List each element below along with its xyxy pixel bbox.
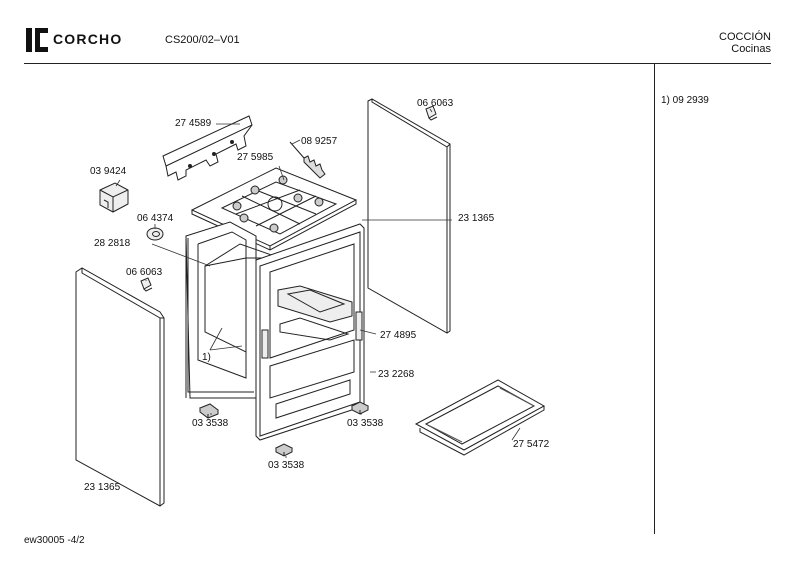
part-label: 28 2818 xyxy=(94,238,131,249)
model-number: CS200/02–V01 xyxy=(165,34,240,46)
part-label: 06 6063 xyxy=(126,267,163,278)
brand-logo-mark xyxy=(26,28,48,52)
oven-tray xyxy=(416,380,544,455)
leader-lines xyxy=(116,109,520,458)
part-label: 23 1365 xyxy=(84,482,121,493)
part-label: 03 3538 xyxy=(268,460,305,471)
part-label: 1) xyxy=(202,352,211,363)
part-label: 06 6063 xyxy=(417,98,454,109)
notes-column-divider xyxy=(654,64,655,534)
brand-logo-text: CORCHO xyxy=(53,31,123,47)
side-panel-left xyxy=(76,268,164,506)
category-subtitle: Cocinas xyxy=(731,43,771,55)
spring-part xyxy=(290,142,325,178)
part-label: 27 5985 xyxy=(237,152,274,163)
side-panel-right xyxy=(368,99,450,333)
drawing-code: ew30005 -4/2 xyxy=(24,535,85,546)
oven-front xyxy=(256,224,364,440)
foot-left xyxy=(200,404,218,418)
hinge-clip-upper xyxy=(426,106,437,120)
hinge-clip-lower xyxy=(141,278,152,291)
part-label: 27 4589 xyxy=(175,118,212,129)
part-label: 03 9424 xyxy=(90,166,127,177)
part-label: 03 3538 xyxy=(347,418,384,429)
footnote: 1) 09 2939 xyxy=(661,95,709,106)
part-label: 27 5472 xyxy=(513,439,550,450)
foot-front xyxy=(276,444,292,456)
part-label: 27 4895 xyxy=(380,330,417,341)
ring-part xyxy=(147,228,163,240)
part-label: 08 9257 xyxy=(301,136,338,147)
back-bracket xyxy=(163,116,252,180)
part-label: 06 4374 xyxy=(137,213,174,224)
part-label: 23 1365 xyxy=(458,213,495,224)
foot-right xyxy=(352,402,368,414)
part-label: 23 2268 xyxy=(378,369,415,380)
header-divider xyxy=(24,63,771,64)
control-box xyxy=(100,183,128,212)
category-title: COCCIÓN xyxy=(719,31,771,43)
part-label: 03 3538 xyxy=(192,418,229,429)
